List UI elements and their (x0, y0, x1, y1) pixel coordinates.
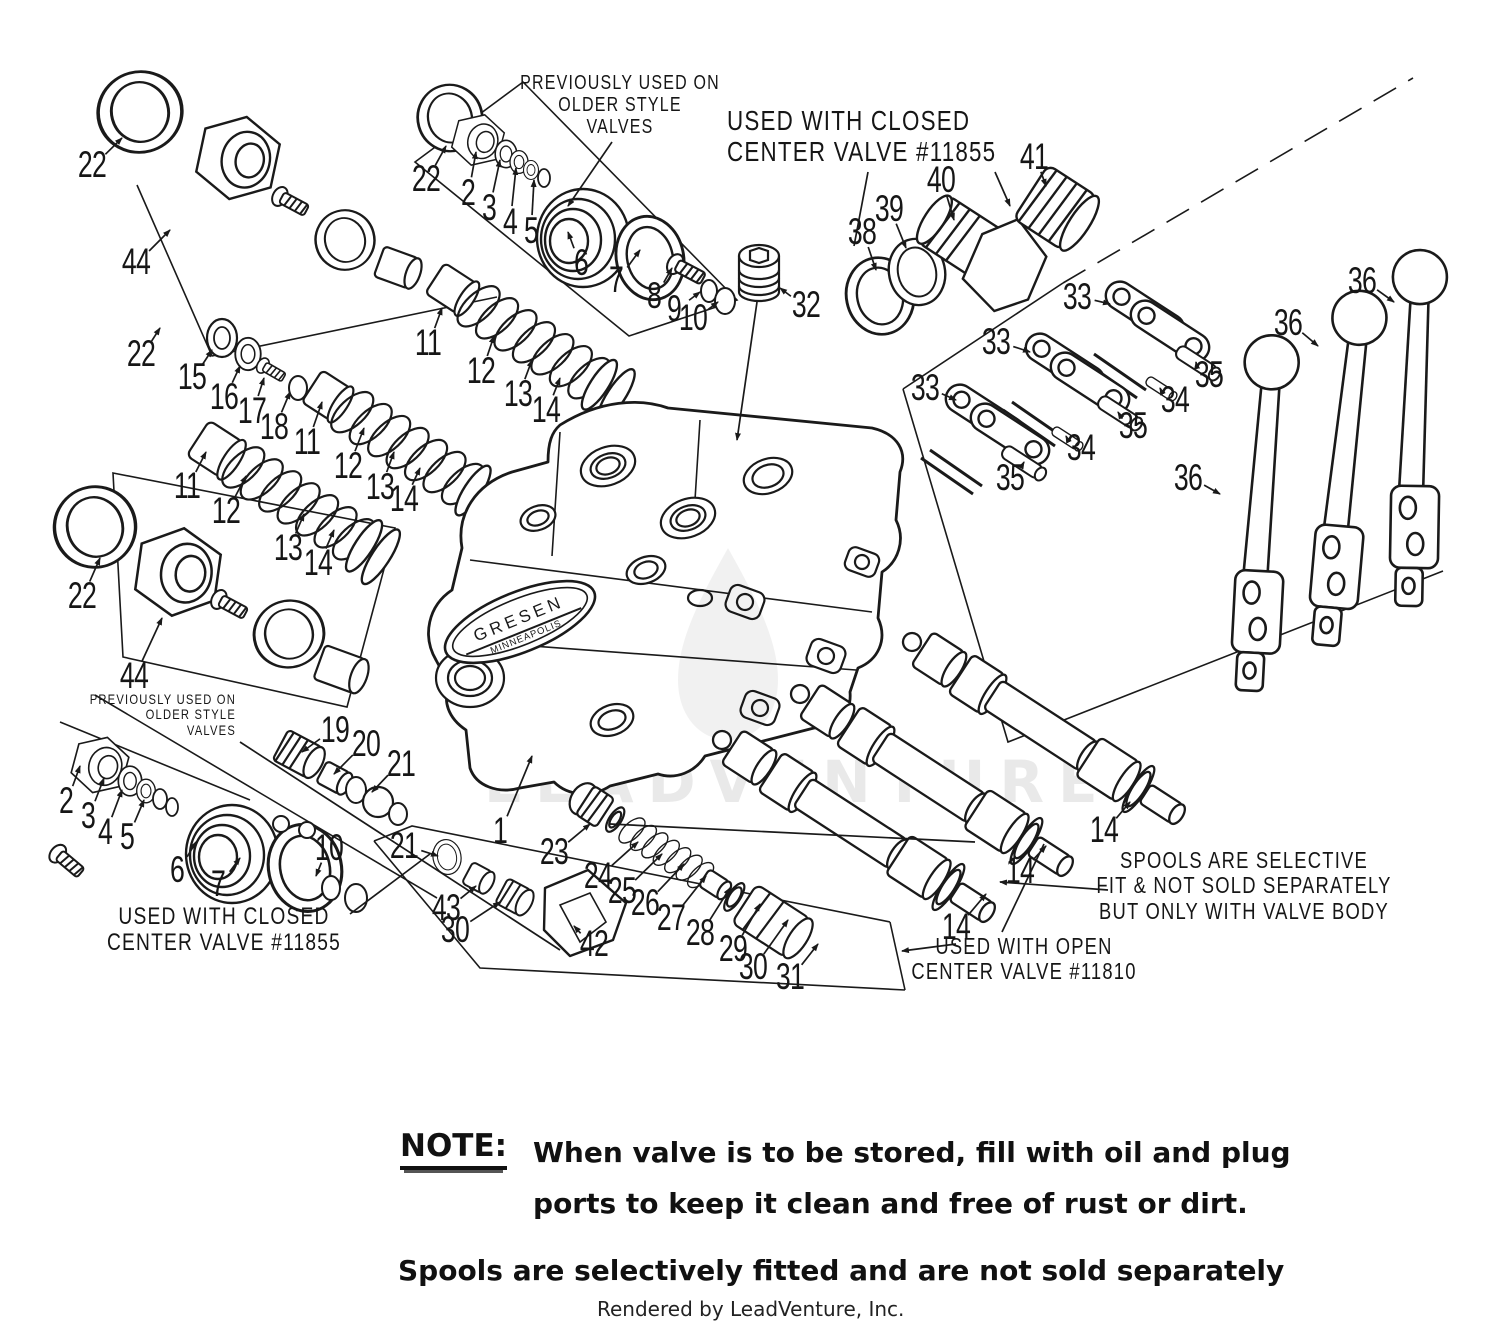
spools-note: Spools are selectively fitted and are no… (398, 1254, 1285, 1287)
plug-42-43-group (429, 836, 628, 958)
relief-valve-assembly (568, 782, 814, 960)
note-line2: ports to keep it clean and free of rust … (533, 1186, 1248, 1220)
rendered-by-credit: Rendered by LeadVenture, Inc. (597, 1297, 905, 1321)
note-body: When valve is to be stored, fill with oi… (533, 1128, 1291, 1230)
flame-watermark (678, 548, 778, 740)
note-label: NOTE: (400, 1128, 508, 1170)
closed-center-fitting (837, 166, 1101, 343)
lower-left-plug-group (42, 474, 370, 695)
leader-lines (71, 137, 1395, 966)
top-left-plug-group (87, 60, 423, 290)
valve-body: GRESEN MINNEAPOLIS (427, 400, 905, 796)
top-cartridge-group (408, 76, 736, 315)
gresen-logo: GRESEN MINNEAPOLIS (443, 579, 597, 665)
note-line1: When valve is to be stored, fill with oi… (533, 1136, 1291, 1169)
bottom-cartridge-group (44, 729, 368, 920)
plug-32 (737, 243, 781, 303)
storage-note: NOTE: When valve is to be stored, fill w… (400, 1128, 1291, 1230)
